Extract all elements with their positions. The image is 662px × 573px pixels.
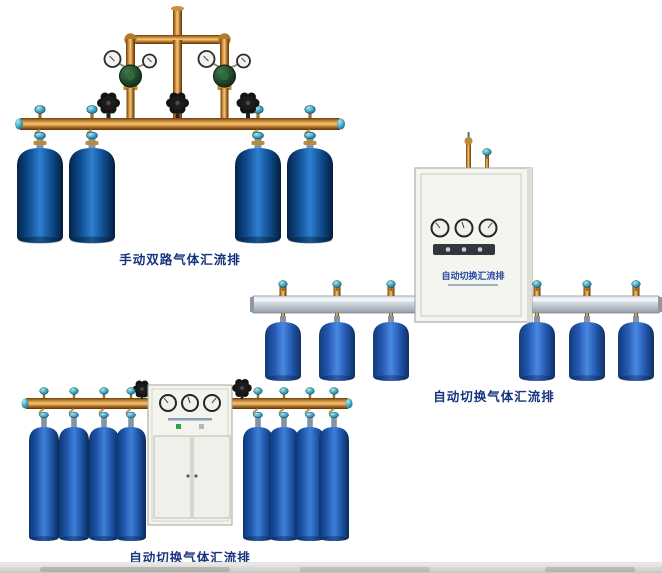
gas-cylinder (28, 411, 60, 542)
handwheel-valve (232, 379, 252, 399)
gas-cylinder (268, 411, 300, 542)
indicator-light (199, 424, 204, 429)
handwheel-valve (132, 380, 152, 399)
gas-cylinder (373, 316, 409, 381)
manifold-header-pipe (20, 118, 340, 130)
door-handle (194, 474, 198, 478)
handwheel-valve (97, 92, 120, 118)
product-caption: 自动切换气体汇流排 (433, 390, 555, 404)
end-cap (21, 398, 29, 409)
gas-cylinder (618, 316, 654, 381)
gas-cylinder (519, 316, 555, 381)
control-cabinet: 自动切换汇流排 (414, 167, 533, 323)
end-cap (15, 118, 23, 130)
drop-pipe (126, 88, 135, 118)
pressure-gauges (159, 394, 221, 412)
cabinet-label-line (168, 418, 212, 421)
gas-cylinder (115, 411, 147, 542)
gas-cylinder (569, 316, 605, 381)
gas-cylinder (318, 411, 350, 542)
next-row-image-edge (0, 562, 662, 573)
cabinet-door (192, 435, 231, 519)
product-caption: 手动双路气体汇流排 (119, 253, 241, 267)
cabinet-label: 自动切换汇流排 (441, 270, 504, 281)
gas-cylinder (319, 316, 355, 381)
indicator-panel (433, 244, 495, 255)
door-handle (186, 474, 190, 478)
product-auto-switch-manifold-cabinet[interactable]: 自动切换气体汇流排 (18, 376, 362, 566)
cabinet-inlet-pipes (464, 132, 492, 168)
end-cap (345, 398, 353, 409)
drop-pipe (220, 88, 229, 118)
gas-cylinder (265, 316, 301, 381)
gas-cylinder (58, 411, 90, 542)
inlet-tee-piping (124, 6, 231, 118)
indicator-light (176, 424, 181, 429)
gas-cylinder (88, 411, 120, 542)
pressure-gauges (430, 218, 498, 238)
manual-dual-manifold-illustration (15, 6, 345, 244)
valve-knob (86, 105, 98, 119)
end-cap (337, 118, 345, 130)
valve-knob (304, 105, 316, 119)
gas-cylinder (68, 131, 116, 244)
auto-switch-manifold-illustration: 自动切换汇流排 (250, 132, 662, 381)
handwheel-valve (236, 92, 260, 118)
product-auto-switch-manifold-wall[interactable]: 自动切换汇流排 自动切换气体汇流排 (250, 132, 662, 405)
gas-cylinder (242, 411, 274, 542)
gas-cylinder (16, 131, 64, 244)
product-manual-dual-manifold[interactable]: 手动双路气体汇流排 (8, 6, 352, 268)
cabinet-door (153, 435, 192, 519)
handwheel-valve (166, 92, 189, 118)
valve-knob (34, 105, 46, 119)
product-caption: 自动切换气体汇流排 (129, 551, 251, 565)
auto-switch-cabinet-illustration (21, 379, 353, 542)
control-cabinet (147, 384, 233, 526)
